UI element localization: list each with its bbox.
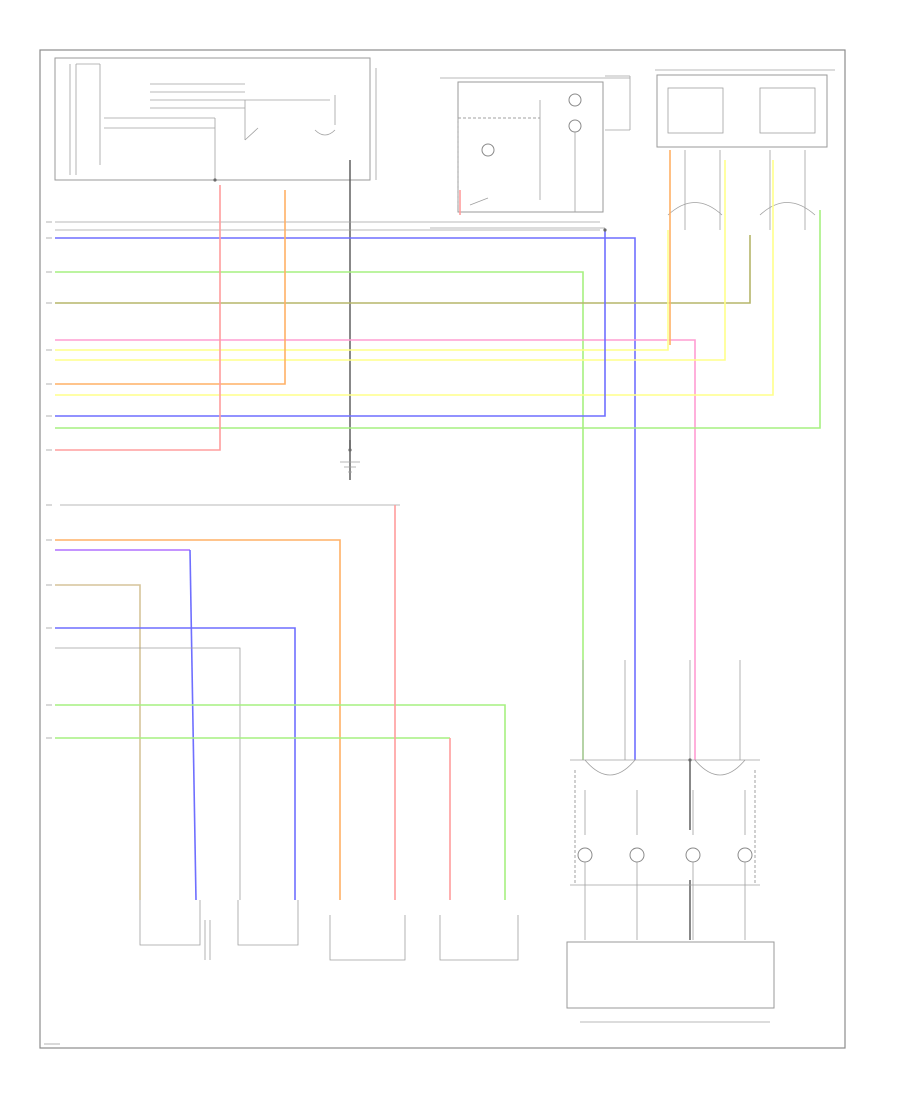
wire-yellow-2 [55,160,726,361]
sensor-3 [329,915,406,961]
sensor-1 [139,900,201,946]
bulb-icon [685,847,701,863]
wire-green-mid [55,210,821,429]
bulb-icon [481,143,495,157]
bottom-right-module-box [566,941,775,1009]
left-panel-box [54,57,371,181]
right-left-coil [667,202,723,216]
bulb-icon [737,847,753,863]
wire-orange-top [55,190,286,385]
right-module-box [656,74,828,148]
junction-dots [213,178,692,762]
right-right-coil [759,202,816,216]
ground-junction [60,440,400,506]
bulb-icon [629,847,645,863]
wire-orange-low [55,539,341,900]
left-edge-ticks [46,221,52,739]
top-center-module [430,75,631,229]
wire-blue-purple-drop [189,549,197,901]
lower-left-sensors [139,900,519,961]
wire-blue-top [55,237,636,760]
bulb-icon [568,119,582,133]
coil-left [584,759,636,776]
diagram-border [39,49,846,1049]
wire-red-top [55,185,221,451]
horizontal-wire-bus [55,150,821,760]
bulb-icon [568,93,582,107]
wire-blue-mid [55,230,606,417]
wire-yellow-1 [55,230,669,351]
lower-right-assembly [566,660,775,1023]
top-right-module [655,69,835,230]
coil-right [694,759,746,776]
sensor-2 [237,900,299,946]
ground-icon [340,461,360,473]
wire-yellow-3 [55,160,774,396]
switch-icon [244,127,259,141]
switch-icon [314,129,336,136]
wire-tan [55,584,141,900]
wire-green-top [55,271,584,760]
wire-olive [55,235,751,304]
top-left-component-group [54,57,377,450]
center-module-box [457,81,604,213]
switch-icon [469,197,489,206]
lower-wire-harness [55,505,506,901]
wire-white [55,647,241,900]
wire-green-low-1 [55,704,506,900]
wire-pink [55,339,696,760]
bulb-icon [577,847,593,863]
sensor-4 [439,915,519,961]
wire-blue-low [55,627,296,900]
